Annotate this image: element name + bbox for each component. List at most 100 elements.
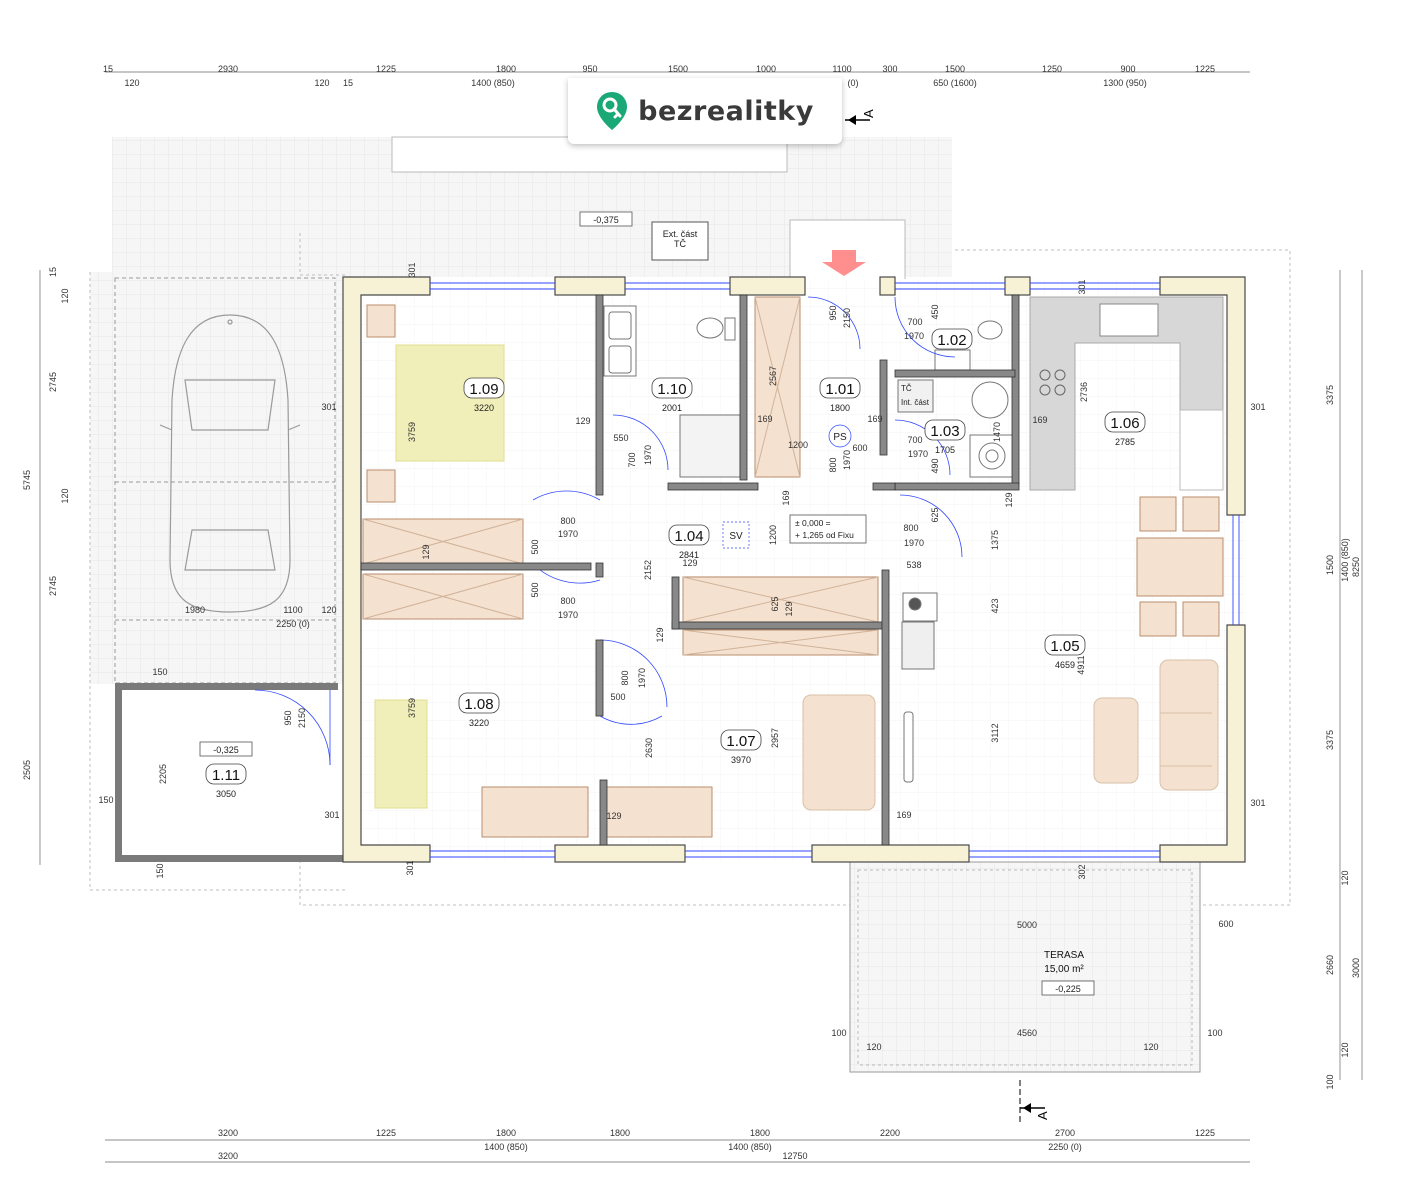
dimension-label: 3000: [1351, 958, 1361, 978]
heat-pump-int-label-1: TČ: [901, 384, 912, 393]
dimension-label: 1800: [750, 1128, 770, 1138]
svg-text:2785: 2785: [1115, 437, 1135, 447]
dimension-label: 1250: [1042, 64, 1062, 74]
dimension-label: 900: [1120, 64, 1135, 74]
dimension-label: 129: [784, 601, 794, 616]
terrace-name: TERASA: [1044, 950, 1084, 961]
dimension-label: 120: [124, 78, 139, 88]
dimension-label: 2957: [770, 728, 780, 748]
svg-text:1.08: 1.08: [464, 696, 493, 713]
dimension-label: 120: [1340, 870, 1350, 885]
level-note-1: ± 0,000 =: [795, 518, 831, 528]
dimension-label: 169: [757, 414, 772, 424]
svg-text:1.06: 1.06: [1110, 415, 1139, 432]
level-garage: -0,325: [213, 745, 239, 755]
svg-text:1.07: 1.07: [726, 733, 755, 750]
svg-text:3220: 3220: [474, 403, 494, 413]
dimension-label: 1225: [1195, 1128, 1215, 1138]
windows: [430, 282, 1240, 858]
dimension-label: 2700: [1055, 1128, 1075, 1138]
dimension-label: 2150: [297, 708, 307, 728]
dimension-label: 15: [48, 267, 58, 277]
dimension-label: 2660: [1325, 955, 1335, 975]
dimension-label: 301: [1250, 402, 1265, 412]
terrace-area: 15,00 m²: [1044, 964, 1084, 975]
car-icon: [159, 314, 301, 613]
dimension-label: 100: [1207, 1028, 1222, 1038]
dimension-label: 301: [1077, 279, 1087, 294]
dimension-label: 1800: [496, 64, 516, 74]
dimension-label: 2200: [880, 1128, 900, 1138]
dimension-label: 3200: [218, 1151, 238, 1161]
svg-text:A: A: [861, 109, 876, 118]
dimension-label: 500: [530, 582, 540, 597]
dimension-label: 600: [852, 443, 867, 453]
section-marker-top: A: [845, 109, 876, 125]
dimension-label: 12750: [782, 1151, 807, 1161]
svg-text:1705: 1705: [935, 445, 955, 455]
dimension-label: 800: [828, 457, 838, 472]
svg-text:2841: 2841: [679, 550, 699, 560]
dimension-label: 700: [907, 435, 922, 445]
dimension-label: 1100: [832, 64, 851, 74]
ps-label: PS: [833, 432, 847, 443]
dimension-label: 2150: [842, 308, 852, 328]
heat-pump-ext-label-1: Ext. část: [663, 229, 698, 239]
dimension-label: 1970: [558, 529, 578, 539]
dimension-label: 1400 (850): [1340, 538, 1350, 582]
dimension-label: 3759: [407, 422, 417, 442]
dimension-label: 129: [682, 558, 697, 568]
dimension-label: 1225: [1195, 64, 1215, 74]
dimension-label: 120: [321, 605, 336, 615]
dimension-label: 3375: [1325, 730, 1335, 750]
brand-logo[interactable]: bezrealitky: [568, 78, 842, 144]
dimension-label: 1375: [990, 530, 1000, 550]
entrance-arrow-icon: [822, 250, 866, 276]
svg-text:1.04: 1.04: [674, 528, 703, 545]
svg-text:1.02: 1.02: [937, 332, 966, 349]
dimension-label: 2745: [48, 576, 58, 596]
outdoor-paving: [90, 136, 952, 684]
dimension-label: 1800: [610, 1128, 630, 1138]
level-terrace: -0,225: [1055, 984, 1081, 994]
dimension-label: 129: [606, 811, 621, 821]
dimension-label: 100: [1325, 1074, 1335, 1089]
room-labels: 1.0932201.1020011.0118001.021.0317051.06…: [205, 328, 1146, 799]
dimension-label: 301: [405, 860, 415, 875]
roof-outline: [89, 233, 1291, 906]
dimension-label: 2930: [218, 64, 238, 74]
heat-pump-ext-label-2: TČ: [674, 239, 686, 249]
dimension-label: 1970: [558, 610, 578, 620]
dimension-label: 1800: [496, 1128, 516, 1138]
dimension-label: 120: [60, 488, 70, 503]
dimension-label: 490: [930, 458, 940, 473]
dimension-label: 129: [421, 544, 431, 559]
dimension-label: 129: [655, 627, 665, 642]
dimension-label: 4911: [1076, 655, 1086, 674]
dimension-label: 550: [613, 433, 628, 443]
dimension-label: 1200: [788, 440, 808, 450]
dimension-label: 2505: [22, 760, 32, 780]
dimension-label: 1470: [992, 422, 1002, 442]
dimension-label: 700: [627, 452, 637, 467]
dimension-label: 1225: [376, 64, 396, 74]
dimension-label: 423: [990, 598, 1000, 613]
dimension-label: 1970: [842, 450, 852, 470]
dimension-label: 302: [1077, 864, 1087, 879]
dimension-label: 1970: [908, 449, 928, 459]
heat-pump-outdoor-unit: [651, 221, 709, 261]
sv-symbol: [722, 521, 750, 549]
dimension-lines: [39, 71, 1363, 1163]
terrace: [849, 861, 1201, 1073]
furniture: [362, 296, 1224, 838]
dimension-label: 950: [283, 710, 293, 725]
dimension-label: 2736: [1079, 382, 1089, 402]
dimension-label: 1500: [1325, 555, 1335, 575]
